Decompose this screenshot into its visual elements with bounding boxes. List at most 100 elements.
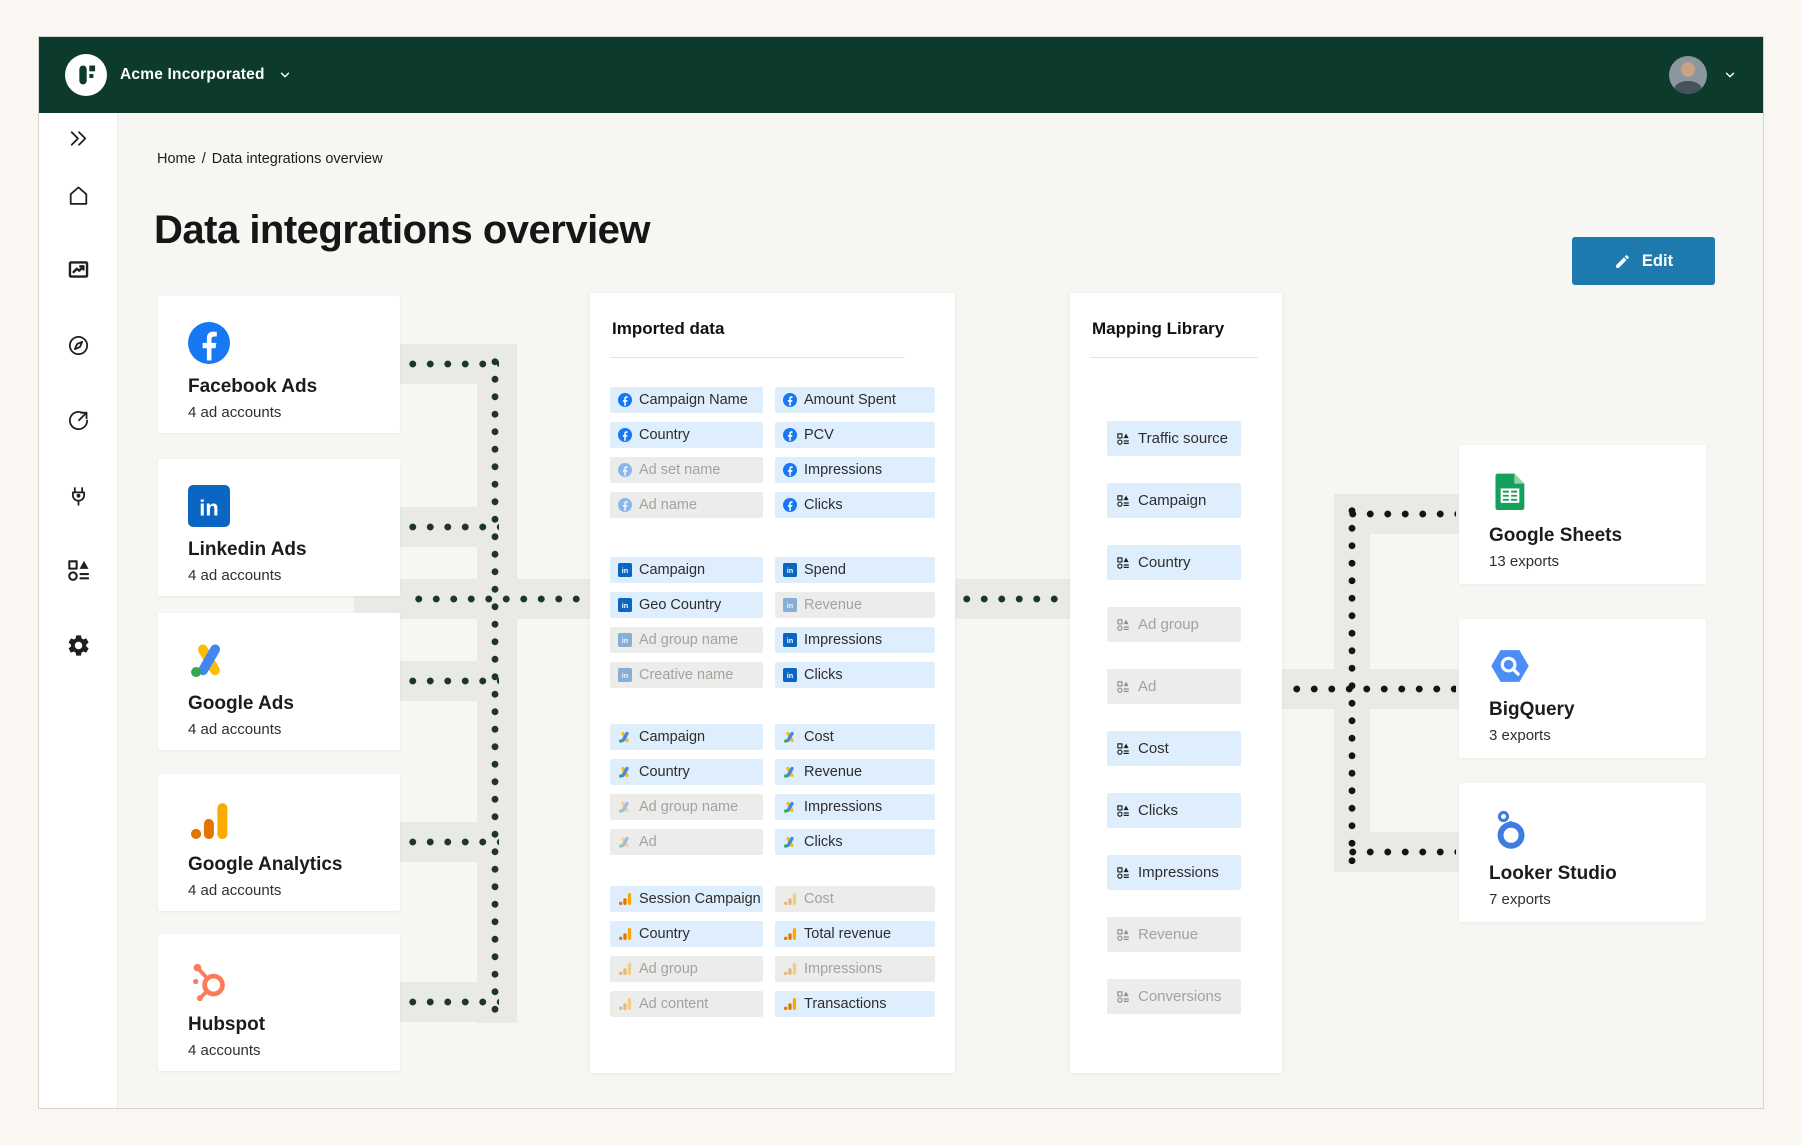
facebook-icon [618,498,632,512]
shapes-icon [1116,742,1130,756]
field-chip[interactable]: Ad name [610,492,763,518]
dots-facebook [404,360,499,368]
field-chip[interactable]: Amount Spent [775,387,935,413]
field-chip[interactable]: Cost [1107,731,1241,766]
field-chip[interactable]: Revenue [775,759,935,785]
main-content: Home/Data integrations overview Data int… [118,113,1763,1108]
sidebar-item-settings[interactable] [58,632,98,664]
divider [610,357,905,358]
field-chip[interactable]: Traffic source [1107,421,1241,456]
field-chip-label: Geo Country [639,597,722,613]
user-menu[interactable] [1669,56,1737,94]
org-switcher[interactable]: Acme Incorporated [65,54,292,96]
panel-title: Mapping Library [1092,319,1225,338]
field-chip-label: Revenue [804,597,863,613]
field-chip[interactable]: Transactions [775,991,935,1017]
google-ads-icon [618,730,632,744]
field-chip[interactable]: Campaign [610,724,763,750]
field-chip[interactable]: Ad set name [610,457,763,483]
field-chip[interactable]: Ad [1107,669,1241,704]
sidebar-item-export[interactable] [58,407,98,439]
field-chip[interactable]: Ad group [610,956,763,982]
field-chip[interactable]: Cost [775,886,935,912]
field-chip[interactable]: Country [610,759,763,785]
shapes-icon [1116,556,1130,570]
field-chip-label: Ad group [1138,616,1199,633]
field-chip[interactable]: Clicks [775,829,935,855]
field-chip[interactable]: Impressions [1107,855,1241,890]
org-name: Acme Incorporated [120,66,265,83]
card-title: Looker Studio [1489,863,1617,884]
facebook-icon [783,498,797,512]
sidebar-item-home[interactable] [58,182,98,214]
field-chip[interactable]: Clicks [1107,793,1241,828]
field-chip[interactable]: Impressions [775,794,935,820]
linkedin-icon: in [783,668,797,682]
breadcrumb-home[interactable]: Home [157,151,196,167]
google-ads-icon [618,765,632,779]
google-ads-icon [618,800,632,814]
card-title: Linkedin Ads [188,539,307,560]
field-chip[interactable]: Clicks [775,492,935,518]
google-ads-icon [783,730,797,744]
field-chip[interactable]: Campaign [1107,483,1241,518]
sidebar-item-dashboards[interactable] [58,256,98,288]
field-chip[interactable]: Ad content [610,991,763,1017]
field-chip-label: Ad set name [639,462,721,478]
field-chip[interactable]: Cost [775,724,935,750]
field-chip[interactable]: Total revenue [775,921,935,947]
field-chip[interactable]: Conversions [1107,979,1241,1014]
facebook-icon [783,428,797,442]
field-chip[interactable]: Country [1107,545,1241,580]
field-chip-label: Country [639,926,690,942]
field-chip[interactable]: Impressions [775,457,935,483]
field-chip[interactable]: Revenue [1107,917,1241,952]
shapes-icon [66,558,91,588]
field-chip-label: Impressions [804,799,883,815]
field-chip[interactable]: Country [610,921,763,947]
google-analytics-icon [783,997,797,1011]
field-chip[interactable]: Ad group [1107,607,1241,642]
field-chip-label: Clicks [1138,802,1178,819]
field-chip[interactable]: Ad [610,829,763,855]
field-chip[interactable]: Campaign Name [610,387,763,413]
field-chip[interactable]: Impressions [775,956,935,982]
field-chip[interactable]: PCV [775,422,935,448]
card-subtitle: 4 ad accounts [188,404,282,421]
sidebar-item-connectors[interactable] [58,482,98,514]
chevron-down-icon [280,72,289,78]
sidebar-item-explore[interactable] [58,332,98,364]
double-chevron-right-icon [66,126,91,156]
facebook-icon [618,463,632,477]
field-chip-label: Country [639,427,690,443]
google-analytics-icon [783,892,797,906]
field-chip[interactable]: Ad group name [610,794,763,820]
bigquery-icon [1489,645,1531,687]
home-icon [66,183,91,213]
sidebar-item-mapping[interactable] [58,557,98,589]
sidebar-item-collapse[interactable] [58,125,98,157]
edit-button[interactable]: Edit [1572,237,1715,285]
field-chip[interactable]: Session Campaign [610,886,763,912]
field-chip[interactable]: Country [610,422,763,448]
